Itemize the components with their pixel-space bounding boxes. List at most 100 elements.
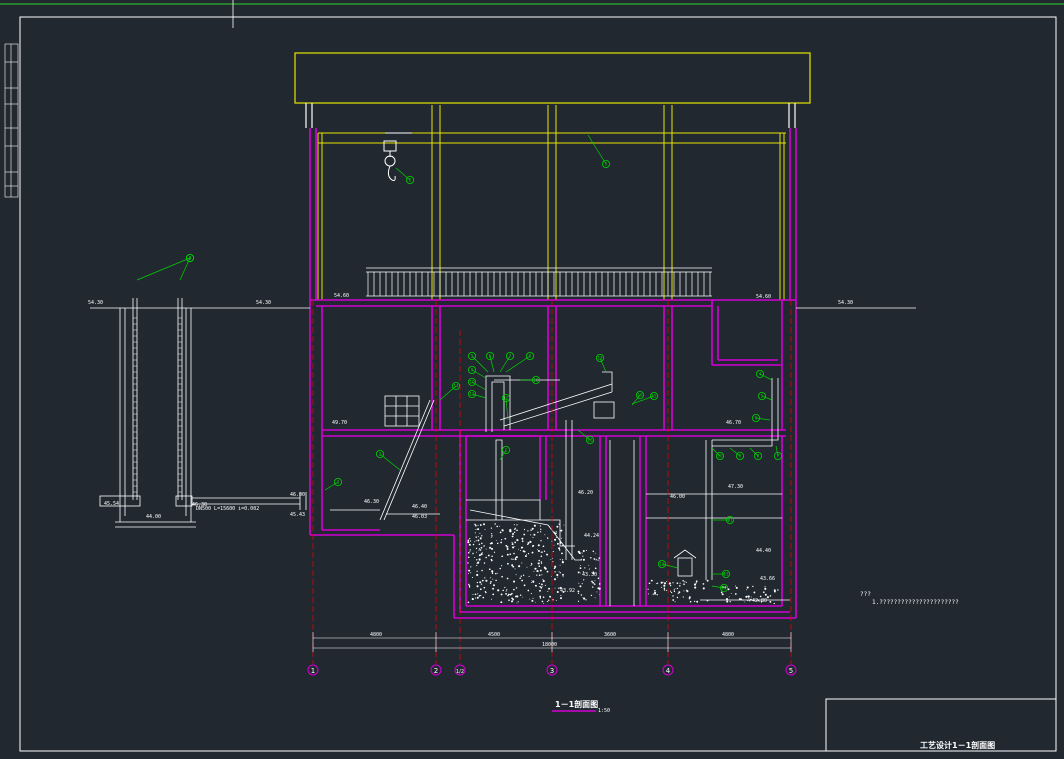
- gravel-dot: [476, 596, 479, 599]
- callout-bubble: [726, 516, 735, 525]
- gravel-dot: [769, 601, 772, 603]
- note-line: 1.??????????????????????: [872, 599, 959, 606]
- callout-leader: [599, 357, 607, 373]
- gravel-dot: [537, 531, 539, 534]
- gravel-dot: [682, 580, 684, 582]
- gravel-dot: [511, 564, 514, 567]
- gravel-dot: [577, 600, 580, 602]
- callout-leader: [759, 373, 773, 381]
- callout-number: 10: [717, 454, 723, 459]
- elev-mid-left: 49.70: [332, 420, 347, 426]
- gravel-dot: [588, 564, 590, 566]
- drawing-scale: 1:50: [598, 708, 610, 714]
- gravel-dot: [549, 526, 551, 527]
- callout-number: 16: [587, 438, 593, 443]
- gravel-dot: [522, 596, 524, 598]
- gravel-dot: [488, 568, 491, 571]
- callout-leader: [499, 449, 507, 461]
- gravel-dot: [553, 544, 555, 546]
- gravel-dot: [539, 595, 542, 598]
- gravel-dot: [527, 543, 529, 546]
- gravel-dot: [594, 584, 596, 585]
- gravel-dot: [541, 583, 543, 586]
- gravel-dot: [469, 540, 472, 542]
- gravel-dot: [479, 581, 482, 584]
- gravel-dot: [683, 590, 685, 592]
- gravel-dot: [594, 567, 597, 570]
- gravel-dot: [530, 563, 533, 565]
- gravel-dot: [531, 551, 534, 554]
- gravel-dot: [538, 574, 541, 576]
- gravel-dot: [738, 598, 741, 601]
- gravel-dot: [598, 557, 601, 559]
- gravel-dot: [541, 562, 543, 564]
- gravel-dot: [663, 582, 667, 585]
- gravel-dot: [773, 602, 775, 605]
- gravel-dot: [495, 579, 497, 582]
- gravel-dot: [492, 593, 495, 596]
- callout-bubble: [586, 435, 595, 444]
- callout-leader: [324, 481, 339, 491]
- gravel-dot: [478, 543, 481, 546]
- gravel-dot: [540, 528, 542, 530]
- gravel-dot: [511, 541, 513, 543]
- gravel-dot: [490, 577, 492, 579]
- gravel-dot: [531, 579, 533, 581]
- gravel-dot: [551, 540, 553, 542]
- callout-bubble: [774, 451, 783, 460]
- gravel-dot: [541, 585, 543, 587]
- gravel-dot: [562, 576, 564, 578]
- callout-leader: [711, 585, 725, 589]
- elev-well-bottom: 44.00: [146, 514, 161, 520]
- gravel-dot: [490, 547, 494, 550]
- gravel-dot: [557, 576, 558, 578]
- gravel-dot: [517, 601, 519, 603]
- gravel-dot: [547, 537, 549, 539]
- elev-floor-main: 54.60: [334, 293, 349, 299]
- callout-bubble: [722, 570, 731, 579]
- drawing-title: 1－1剖面图: [555, 699, 598, 709]
- elev-pit-left: 46.30: [364, 499, 379, 505]
- callout-leader: [136, 257, 191, 281]
- gravel-dot: [556, 573, 559, 577]
- gravel-dot: [474, 593, 477, 596]
- gravel-dot: [512, 565, 515, 568]
- gravel-dot: [531, 581, 532, 583]
- title-block: 工艺设计1－1剖面图: [825, 698, 1057, 752]
- gravel-dot: [494, 523, 496, 525]
- gravel-dot: [511, 597, 513, 600]
- gravel-dot: [520, 575, 522, 577]
- gravel-dot: [656, 582, 659, 584]
- gravel-dot: [530, 593, 532, 595]
- gravel-dot: [536, 574, 538, 576]
- gravel-dot: [539, 531, 542, 533]
- gravel-dot: [475, 597, 477, 599]
- gravel-dot: [672, 582, 674, 584]
- gravel-dot: [663, 584, 666, 587]
- gravel-dot: [546, 553, 549, 556]
- gravel-dot: [527, 589, 530, 592]
- callout-number: 14: [453, 384, 459, 389]
- gravel-dot: [475, 524, 477, 527]
- gravel-dot: [727, 588, 730, 591]
- gravel-dot: [499, 525, 501, 527]
- gravel-dot: [583, 579, 585, 581]
- gravel-dot: [475, 547, 478, 550]
- gravel-dot: [655, 583, 657, 585]
- gravel-dot: [468, 583, 470, 586]
- gravel-dot: [735, 586, 738, 589]
- gravel-dot: [476, 565, 478, 567]
- gravel-dot: [485, 548, 487, 550]
- gravel-dot: [492, 587, 495, 590]
- callout-number: 4: [759, 372, 762, 377]
- gravel-dot: [483, 562, 486, 564]
- gravel-dot: [533, 524, 536, 527]
- gravel-dot: [477, 528, 480, 531]
- gravel-dot: [490, 536, 492, 538]
- gravel-dot: [729, 601, 731, 603]
- gravel-dot: [579, 585, 582, 588]
- callout-bubble: [375, 449, 384, 458]
- gravel-dot: [467, 601, 470, 604]
- svg-text:1: 1: [311, 667, 315, 675]
- gravel-dot: [582, 571, 585, 573]
